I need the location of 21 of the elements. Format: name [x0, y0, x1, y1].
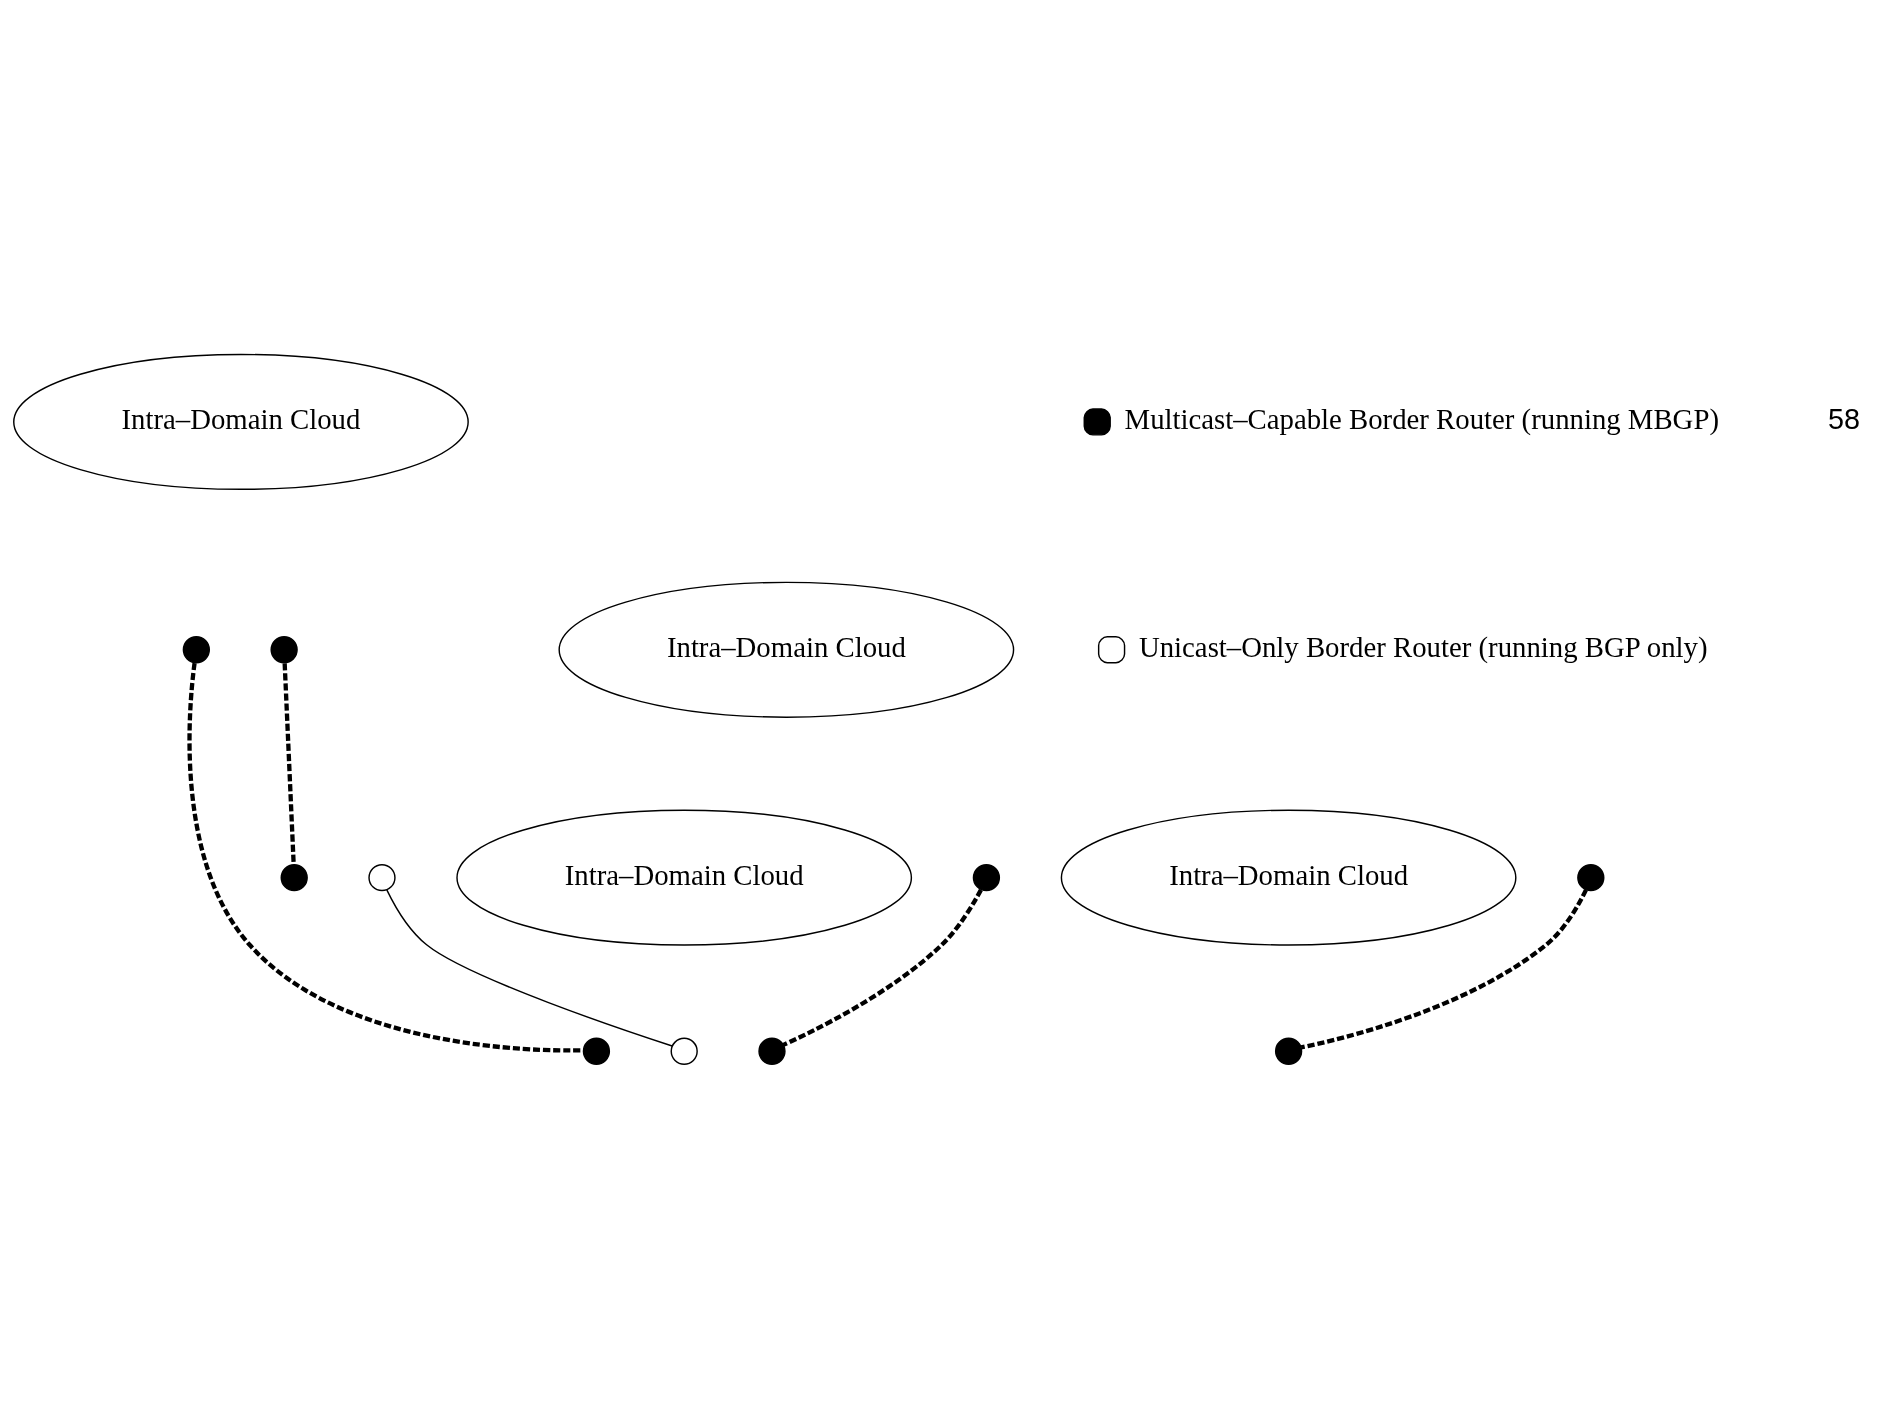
label: 58	[1828, 403, 1861, 436]
node-ellipse: Intra–Domain Cloud	[13, 353, 469, 491]
node-circle	[582, 1037, 611, 1065]
node-circle	[368, 863, 396, 892]
connector	[782, 888, 983, 1047]
connector	[386, 889, 673, 1047]
node-circle	[670, 1037, 698, 1065]
connector	[1300, 888, 1588, 1050]
legend-label: Unicast–Only Border Router (running BGP only)	[1138, 630, 1708, 663]
node-circle	[270, 636, 298, 664]
node-ellipse: Intra–Domain Cloud	[558, 581, 1015, 718]
node-ellipse: Intra–Domain Cloud	[456, 809, 913, 946]
connector	[282, 663, 296, 865]
node-circle	[972, 863, 1001, 892]
node-circle	[280, 863, 308, 892]
node-circle	[1274, 1037, 1303, 1065]
node-ellipse: Intra–Domain Cloud	[1060, 809, 1517, 946]
node-circle	[1577, 863, 1605, 892]
node-circle	[182, 636, 210, 664]
node-circle	[758, 1037, 786, 1065]
legend-label: Multicast–Capable Border Router (running MBGP)	[1124, 403, 1719, 436]
